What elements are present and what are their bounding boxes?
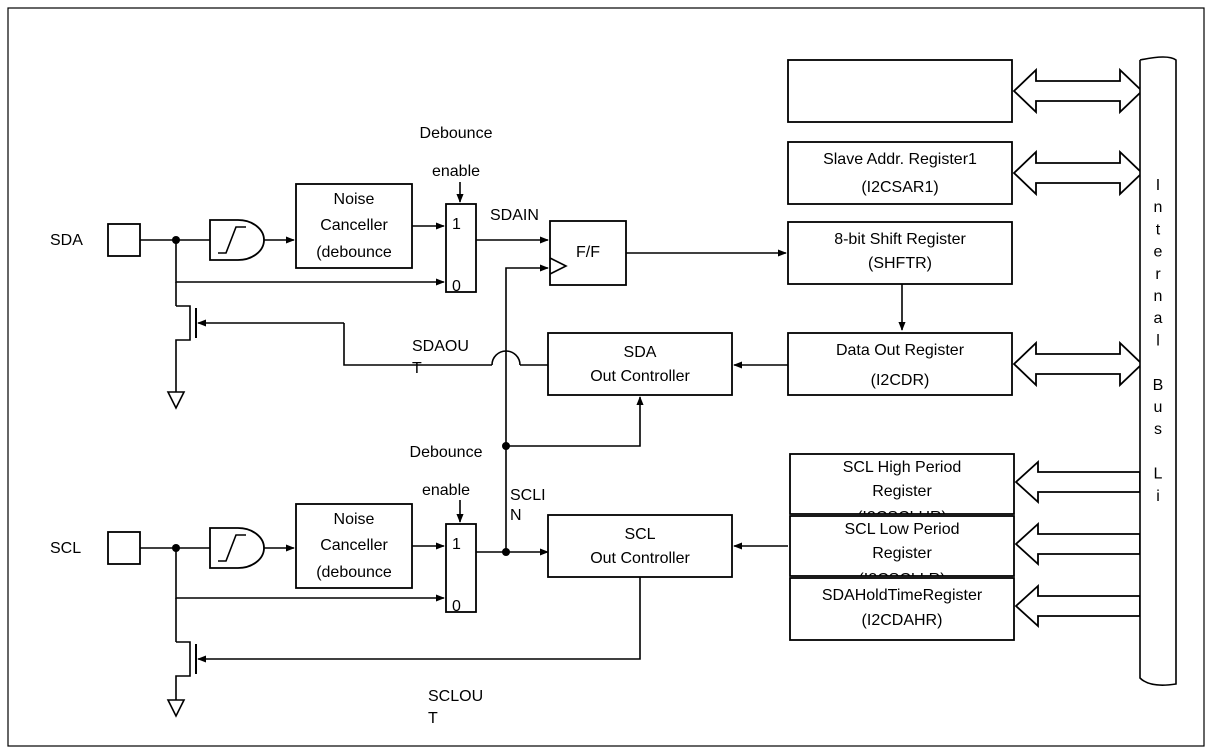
slave-addr-label-1: Slave Addr. Register1 [823, 151, 977, 168]
bus-letter: L [1154, 466, 1163, 483]
sda-hold-label-1: SDAHoldTimeRegister [822, 587, 983, 604]
scl-schmitt-buffer [209, 527, 265, 569]
flip-flop [549, 220, 627, 286]
bus-letter: e [1154, 244, 1163, 261]
sda-ground-symbol [166, 391, 186, 410]
sda-transistor-channel [175, 305, 191, 392]
bus-letter: n [1154, 199, 1163, 216]
bus-letter: I [1156, 177, 1160, 194]
sdain-label: SDAIN [490, 207, 539, 224]
sclin-label-1: SCLI [510, 487, 546, 504]
scl-out-controller [547, 514, 733, 578]
sclin-mux-dot [502, 548, 510, 556]
ff-clock-triangle [549, 257, 568, 275]
sclin-label-2: N [510, 507, 522, 524]
sda-hold-label-2: (I2CDAHR) [862, 612, 943, 629]
flip-flop-label: F/F [576, 244, 600, 261]
sdaout-label-2: T [412, 360, 422, 377]
internal-bus-fill [1140, 60, 1176, 684]
data-out-label-2: (I2CDR) [871, 372, 930, 389]
data-out-register [787, 332, 1013, 396]
register-blank [787, 59, 1013, 123]
sda-debounce-label-2: enable [432, 163, 480, 180]
sda-nc-label-1: Noise [334, 191, 375, 208]
shift-register-label-2: (SHFTR) [868, 255, 932, 272]
sdaout-label-1: SDAOU [412, 338, 469, 355]
scl-mux-in1: 1 [452, 536, 461, 553]
scl-high-label-3: (I2CSCLHR) [857, 509, 947, 526]
bus-letter: n [1154, 288, 1163, 305]
scl-noise-canceller [295, 503, 413, 589]
internal-bus [1139, 56, 1177, 686]
bus-arrow-scl-high [1014, 459, 1141, 505]
bus-letter: a [1154, 310, 1163, 327]
sda-hold-register [789, 577, 1015, 641]
scl-low-label-3: (I2CSCLLR) [858, 571, 945, 588]
sda-mux-in0: 0 [452, 278, 461, 295]
sclin-clock-wire [505, 264, 549, 552]
bus-letter: u [1154, 399, 1163, 416]
sda-pin-label: SDA [50, 232, 83, 249]
bus-letter: B [1153, 377, 1164, 394]
scl-controller-label-2: Out Controller [590, 550, 690, 567]
sda-mux-in1: 1 [452, 216, 461, 233]
sclin-to-sdactrl-wire [506, 396, 644, 447]
scl-debounce-label-2: enable [422, 482, 470, 499]
scl-high-register [789, 453, 1015, 515]
bus-arrow-scl-low [1014, 521, 1141, 567]
sda-schmitt-symbol [218, 226, 246, 254]
bus-letter: s [1154, 421, 1162, 438]
sclout-wire [197, 577, 641, 663]
sda-pin-pad [107, 223, 141, 257]
scl-nc-label-2: Canceller [320, 537, 388, 554]
scl-schmitt-symbol [218, 534, 246, 562]
scl-controller-label-1: SCL [624, 526, 655, 543]
sda-out-controller [547, 332, 733, 396]
sclout-label-1: SCLOU [428, 688, 483, 705]
slave-addr-label-2: (I2CSAR1) [861, 179, 938, 196]
scl-high-label-1: SCL High Period [843, 459, 962, 476]
sda-controller-label-2: Out Controller [590, 368, 690, 385]
scl-pin-label: SCL [50, 540, 81, 557]
bus-double-arrow-slave-addr [1012, 149, 1144, 197]
outer-frame [7, 7, 1205, 747]
bus-letter: t [1156, 221, 1161, 238]
scl-nc-label-3: (debounce [316, 564, 392, 581]
scl-low-label-2: Register [872, 545, 932, 562]
bus-letter: r [1155, 266, 1161, 283]
scl-low-label-1: SCL Low Period [844, 521, 959, 538]
sda-noise-canceller [295, 183, 413, 269]
scl-pin-pad [107, 531, 141, 565]
scl-mux [445, 523, 477, 613]
shift-register [787, 221, 1013, 285]
scl-transistor-channel [175, 641, 191, 700]
sda-mux [445, 203, 477, 293]
sda-debounce-label-1: Debounce [420, 125, 493, 142]
bus-double-arrow-blank [1012, 67, 1144, 115]
sclout-label-2: T [428, 710, 438, 727]
bus-double-arrow-data-out [1012, 340, 1144, 388]
sda-schmitt-buffer [209, 219, 265, 261]
bus-arrow-sda-hold [1014, 583, 1141, 629]
bus-letter: i [1156, 488, 1160, 505]
bus-letter: l [1156, 332, 1160, 349]
shift-register-label-1: 8-bit Shift Register [834, 231, 966, 248]
sdaout-wire-2 [343, 323, 492, 366]
sda-nc-label-2: Canceller [320, 217, 388, 234]
sda-nc-label-3: (debounce [316, 244, 392, 261]
scl-ground-symbol [166, 699, 186, 718]
scl-debounce-label-1: Debounce [410, 444, 483, 461]
sda-controller-label-1: SDA [624, 344, 657, 361]
scl-low-register [789, 515, 1015, 577]
slave-addr-register [787, 141, 1013, 205]
scl-mux-in0: 0 [452, 598, 461, 615]
scl-high-label-2: Register [872, 483, 932, 500]
data-out-label-1: Data Out Register [836, 342, 965, 359]
scl-nc-label-1: Noise [334, 511, 375, 528]
